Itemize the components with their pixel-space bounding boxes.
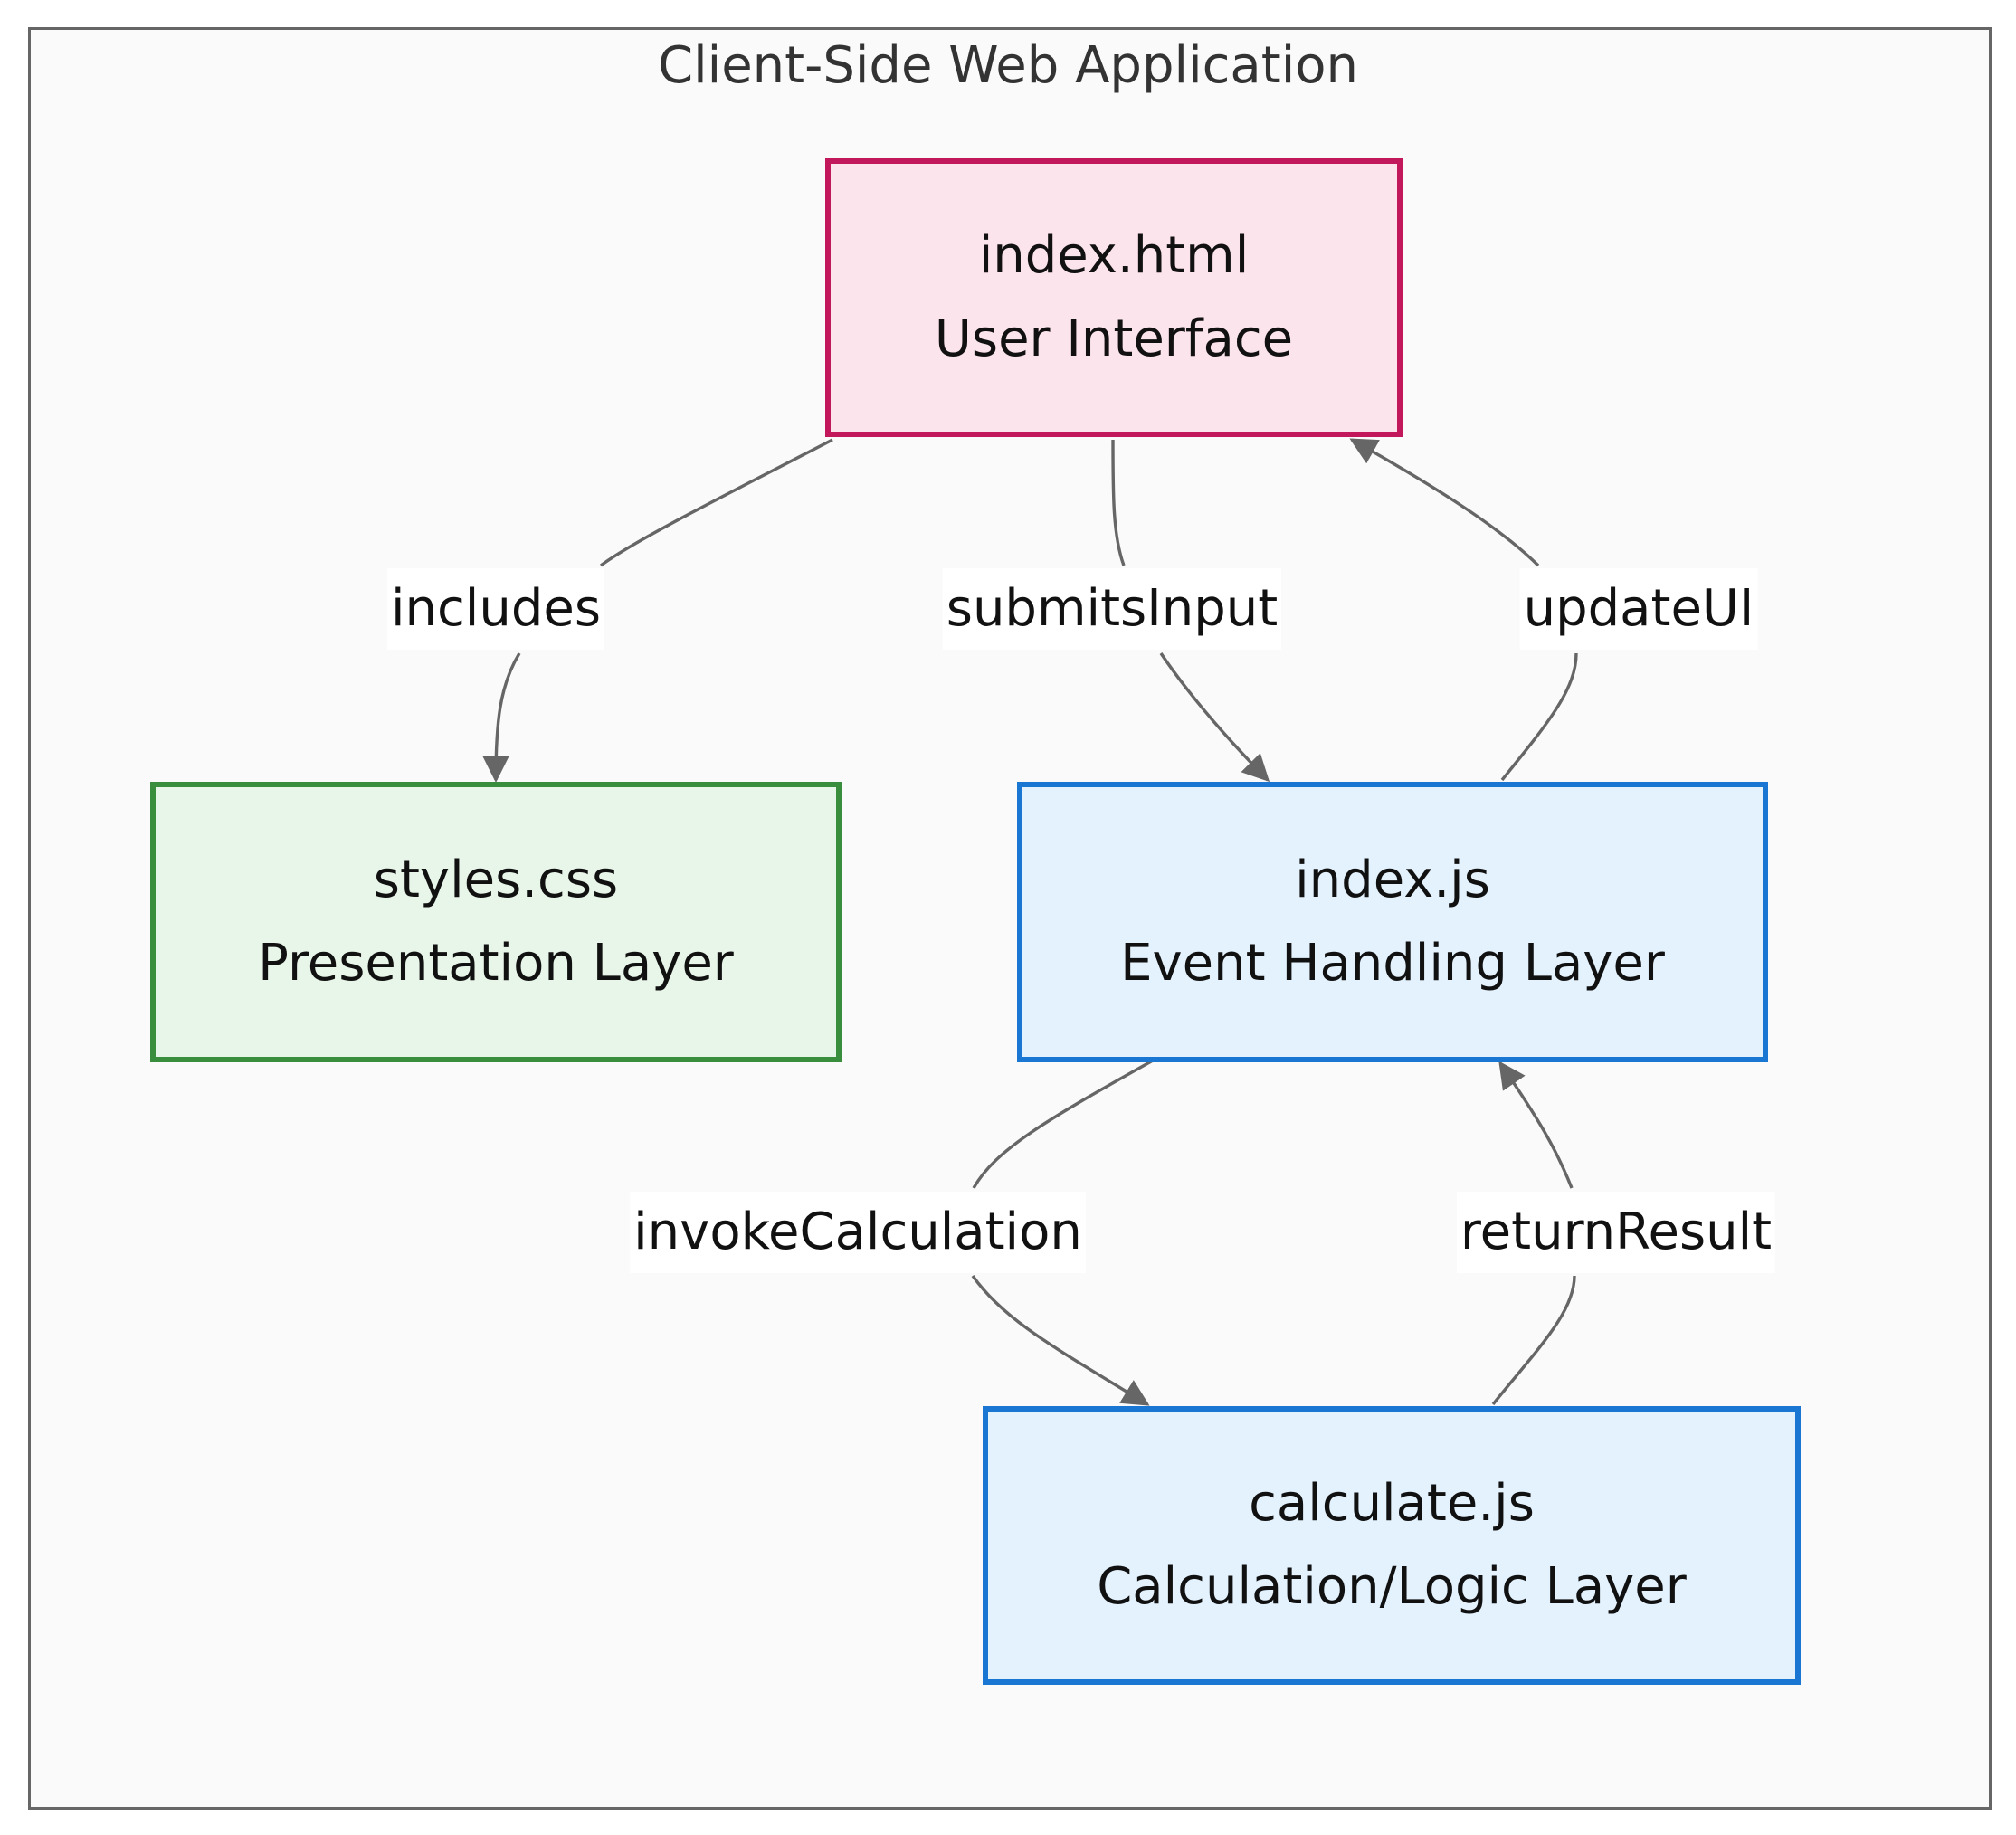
node-file-label: index.html xyxy=(978,226,1250,285)
node-file-label: styles.css xyxy=(373,851,619,909)
edge-label-submitsinput: submitsInput xyxy=(942,568,1282,650)
node-file-label: calculate.js xyxy=(1249,1474,1535,1533)
edge-returnresult xyxy=(1493,1063,1576,1406)
edge-label-includes: includes xyxy=(386,568,605,650)
node-role-label: Calculation/Logic Layer xyxy=(1097,1557,1687,1616)
edge-submitsinput xyxy=(1111,439,1268,780)
node-index-html[interactable]: index.html User Interface xyxy=(825,158,1403,437)
edge-includes xyxy=(496,438,833,780)
node-styles-css[interactable]: styles.css Presentation Layer xyxy=(150,782,842,1062)
node-role-label: User Interface xyxy=(934,309,1294,368)
edge-label-returnresult: returnResult xyxy=(1456,1192,1776,1273)
node-role-label: Event Handling Layer xyxy=(1120,934,1665,993)
node-file-label: index.js xyxy=(1295,851,1490,909)
cluster-title: Client-Side Web Application xyxy=(657,36,1359,95)
edge-updateui xyxy=(1352,440,1578,782)
node-role-label: Presentation Layer xyxy=(258,934,734,993)
node-index-js[interactable]: index.js Event Handling Layer xyxy=(1017,782,1768,1062)
edge-label-updateui: updateUI xyxy=(1519,568,1758,650)
edge-label-invokecalculation: invokeCalculation xyxy=(630,1192,1086,1273)
edge-invokecalculation xyxy=(971,1059,1153,1404)
node-calculate-js[interactable]: calculate.js Calculation/Logic Layer xyxy=(983,1406,1801,1685)
